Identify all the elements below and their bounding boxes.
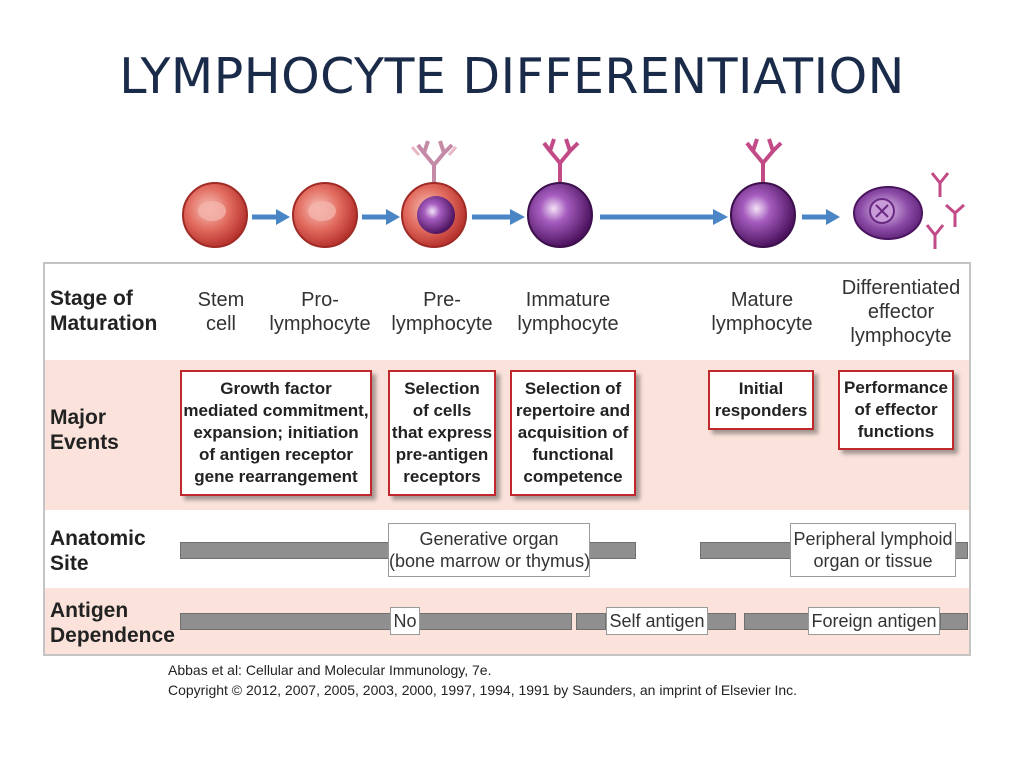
stage-row-label: Stage of Maturation [50,286,157,336]
dependence-bar [940,613,968,630]
event-box: Performance of effector functions [838,370,954,450]
event-box: Initial responders [708,370,814,430]
pro-lymphocyte-icon [292,182,358,248]
event-box: Selection of cells that express pre-anti… [388,370,496,496]
arrow-icon [600,209,728,225]
event-text: Initial responders [714,379,808,420]
stage-pre-lymphocyte: Pre- lymphocyte [391,289,493,335]
copyright-line: Copyright © 2012, 2007, 2005, 2003, 2000… [168,682,798,698]
dependence-bar [744,613,810,630]
row-label-text: Anatomic Site [50,527,146,575]
site-bar [584,542,636,559]
site-text: Generative organ (bone marrow or thymus) [389,529,591,571]
dependence-row-label: Antigen Dependence [50,598,175,648]
stage-stem-cell: Stem cell [197,289,245,335]
citation-line: Abbas et al: Cellular and Molecular Immu… [168,662,492,678]
row-label-text: Antigen Dependence [50,599,175,647]
dependence-foreign-antigen: Foreign antigen [808,607,940,635]
dependence-no: No [390,607,420,635]
stage-immature-lymphocyte: Immature lymphocyte [517,289,619,335]
arrow-icon [802,209,840,225]
event-text: Selection of cells that express pre-anti… [391,379,493,486]
row-label-text: Stage of Maturation [50,287,158,335]
site-bar [700,542,796,559]
event-text: Performance of effector functions [844,378,948,441]
stage-pro-lymphocyte: Pro- lymphocyte [269,289,371,335]
cell-diagram [182,138,965,249]
event-text: Selection of repertoire and acquisition … [515,379,631,486]
row-label-text: Major Events [50,406,119,454]
mature-lymphocyte-icon [730,138,796,248]
site-bar [180,542,392,559]
events-row-label: Major Events [50,405,119,455]
dependence-bar [576,613,606,630]
page-title: LYMPHOCYTE DIFFERENTIATION [119,48,905,105]
stage-effector-lymphocyte: Differentiated effector lymphocyte [841,277,961,347]
pre-lymphocyte-icon [401,140,467,248]
arrow-icon [472,209,525,225]
event-box: Selection of repertoire and acquisition … [510,370,636,496]
immature-lymphocyte-icon [527,138,593,248]
arrow-icon [362,209,400,225]
effector-lymphocyte-icon [853,172,965,249]
site-generative-organ: Generative organ (bone marrow or thymus) [388,523,590,577]
dependence-bar [706,613,736,630]
site-text: Peripheral lymphoid organ or tissue [793,529,953,571]
site-row-label: Anatomic Site [50,526,146,576]
event-box: Growth factor mediated commitment, expan… [180,370,372,496]
dependence-self-antigen: Self antigen [606,607,708,635]
site-peripheral-lymphoid: Peripheral lymphoid organ or tissue [790,523,956,577]
dependence-bar [180,613,392,630]
dependence-bar [418,613,572,630]
arrow-icon [252,209,290,225]
event-text: Growth factor mediated commitment, expan… [183,379,369,486]
stage-mature-lymphocyte: Mature lymphocyte [711,289,813,335]
stem-cell-icon [182,182,248,248]
